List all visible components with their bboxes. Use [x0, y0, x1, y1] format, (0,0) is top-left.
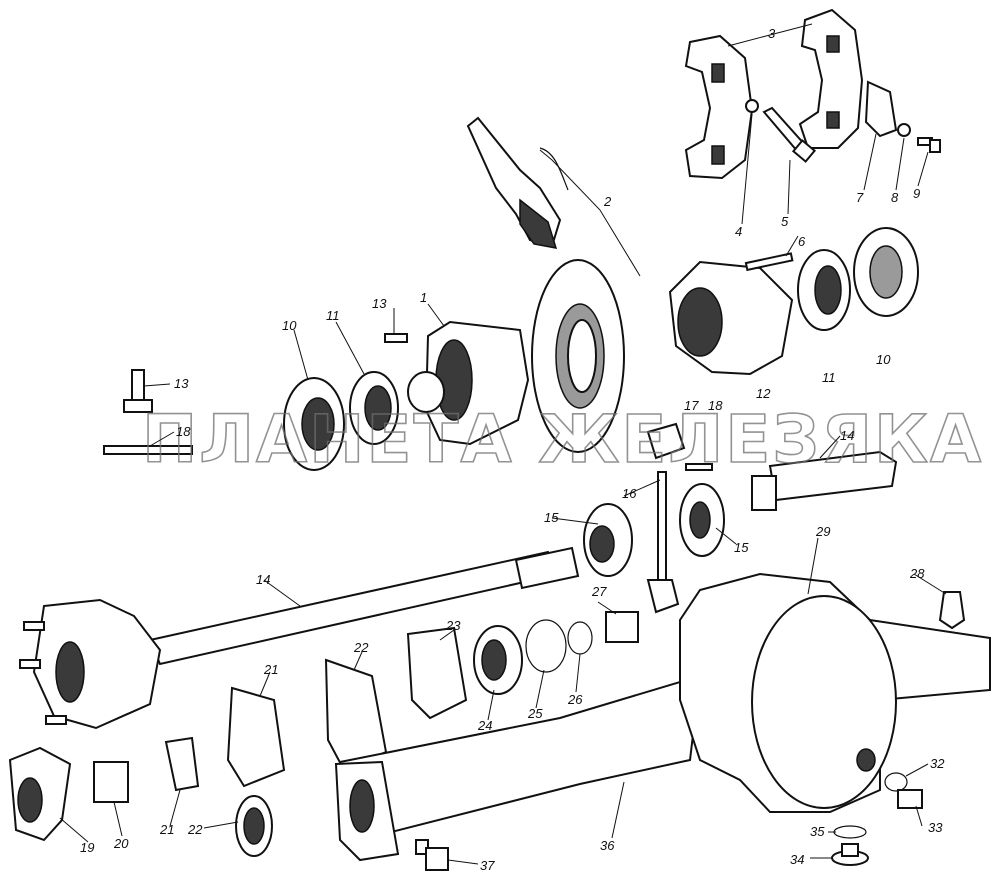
callout-2: 2: [603, 194, 612, 209]
bushing-part-29: [605, 611, 639, 643]
drain-plug-part-37: [415, 839, 449, 871]
washer-part-4: [745, 99, 759, 113]
oil-seal-part-22: [235, 795, 273, 857]
bolt-part-5: [762, 106, 817, 163]
callout-26: 24: [477, 718, 492, 733]
bearing-cap-part-3: [684, 8, 864, 180]
bearing-part-11b: [797, 249, 851, 331]
bolt-part-9: [917, 137, 941, 153]
callout-15b: 15: [734, 540, 749, 555]
callout-10a: 10: [282, 318, 297, 333]
callout-23: 21: [263, 662, 278, 677]
callout-34: 34: [790, 852, 804, 867]
callout-labels: 3 4 5 6 7 8 9 2 1 11 10 13 13 18 12 11 1…: [80, 26, 945, 873]
callout-35: 35: [810, 824, 825, 839]
axle-shaft-part-14a: [19, 546, 580, 730]
pinion-gear-lower: [646, 579, 680, 614]
bearing-part-11a: [349, 371, 399, 445]
callout-16: 16: [622, 486, 637, 501]
brace-part-2: [539, 149, 641, 277]
pin-part-18b: [685, 463, 713, 471]
callout-7: 7: [856, 190, 864, 205]
callout-19: 19: [80, 840, 94, 855]
side-gear-part-15a: [583, 503, 633, 577]
callout-6: 6: [798, 234, 806, 249]
washer-part-35: [833, 825, 867, 839]
washer-part-32: [884, 772, 908, 792]
side-gear-part-10a: [283, 377, 345, 471]
breather-part-30: [938, 591, 966, 630]
callout-5: 5: [781, 214, 789, 229]
callout-1: 1: [420, 290, 427, 305]
callout-37: 37: [480, 858, 495, 873]
callout-33: 33: [928, 820, 943, 835]
callout-8: 8: [891, 190, 899, 205]
callout-4: 4: [735, 224, 742, 239]
callout-32: 32: [930, 756, 945, 771]
leader-lines: [59, 23, 947, 865]
callout-13b: 13: [174, 376, 189, 391]
bolt-part-6: [744, 252, 794, 272]
callout-10b: 10: [876, 352, 891, 367]
callout-14b: 14: [840, 428, 854, 443]
gasket-part-24: [324, 658, 388, 772]
callout-28: 26: [567, 692, 583, 707]
ring-gear: [531, 259, 625, 453]
gasket-part-25: [406, 626, 468, 720]
pinion-gear-part-17: [646, 422, 686, 460]
diff-case-part-12: [668, 260, 794, 376]
callout-17: 17: [684, 398, 699, 413]
pin-part-13a: [384, 333, 408, 343]
splined-end: [751, 475, 777, 511]
bushing-part-20: [93, 761, 129, 803]
callout-25: 23: [445, 618, 461, 633]
callout-11a: 11: [326, 308, 340, 323]
watermark-text: ПЛАНЕТА ЖЕЛЕЗЯКА: [142, 401, 983, 478]
callout-24: 22: [353, 640, 369, 655]
side-gear-part-15b: [679, 483, 725, 557]
callout-14a: 14: [256, 572, 270, 587]
gasket-part-23: [226, 686, 286, 788]
ring-part-21: [164, 736, 200, 792]
callout-18a: 18: [176, 424, 191, 439]
callout-20: 20: [113, 836, 129, 851]
callout-12: 12: [756, 386, 771, 401]
callout-3: 3: [768, 26, 776, 41]
ring-part-27: [525, 619, 567, 673]
callout-29: 27: [591, 584, 607, 599]
pin-part-18a: [103, 445, 193, 455]
callout-9: 9: [913, 186, 920, 201]
cross-pin-part-16: [657, 471, 667, 593]
bearing-part-26: [473, 625, 523, 695]
bolt-part-13b: [123, 369, 153, 413]
drive-pinion-part-2: [466, 116, 569, 249]
callout-36: 36: [600, 838, 615, 853]
axle-housing-part-36: [334, 572, 991, 862]
callout-30: 28: [909, 566, 925, 581]
lock-plate-part-7: [864, 80, 898, 138]
callout-18b: 18: [708, 398, 723, 413]
ring-part-28: [567, 621, 593, 655]
callout-27: 25: [527, 706, 543, 721]
side-gear-part-10b: [853, 227, 919, 317]
washer-part-8: [897, 123, 911, 137]
callout-21: 21: [159, 822, 174, 837]
callout-13a: 13: [372, 296, 387, 311]
callout-31: 29: [815, 524, 830, 539]
callout-22: 22: [187, 822, 203, 837]
callout-11b: 11: [822, 370, 836, 385]
callout-15a: 15: [544, 510, 559, 525]
plug-part-33: [897, 789, 923, 809]
plug-part-34: [831, 843, 869, 866]
diff-case-part-1: [407, 320, 530, 446]
